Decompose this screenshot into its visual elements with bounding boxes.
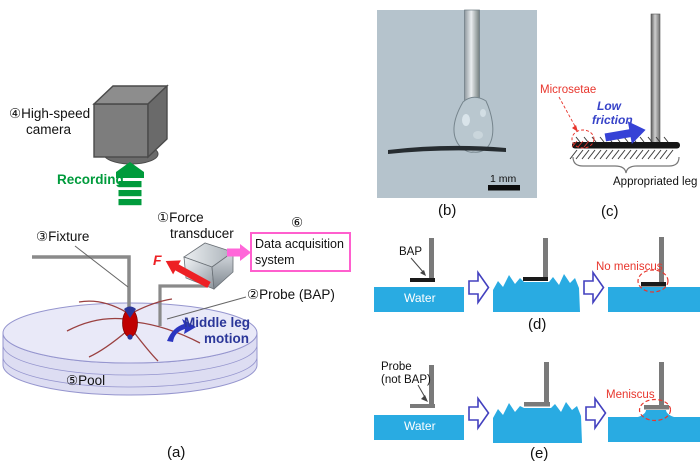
- meniscus-shape: [638, 410, 674, 417]
- probe-photo: [377, 9, 537, 198]
- water-strider: [66, 298, 201, 362]
- force-transducer-label-line1: ①Force: [157, 210, 204, 225]
- step-arrow-icon: [468, 269, 490, 306]
- meniscus-label: Meniscus: [606, 389, 655, 401]
- step-arrow-icon: [468, 396, 490, 431]
- high-speed-camera-icon: [92, 84, 169, 165]
- no-meniscus-label: No meniscus: [596, 261, 663, 273]
- daq-number: ⑥: [291, 215, 304, 230]
- step-arrow-icon: [585, 396, 607, 431]
- pool-label: ⑤Pool: [66, 373, 106, 388]
- water-label-d: Water: [404, 291, 436, 305]
- panel-letter-b: (b): [438, 202, 457, 219]
- camera-label-line1: ④High-speed: [9, 106, 91, 121]
- leg-specimen: [388, 145, 506, 154]
- daq-label-line1: Data acquisition: [255, 237, 344, 251]
- scale-bar: [488, 185, 520, 191]
- microsetae-callout: [558, 96, 595, 149]
- meniscus-circle: [638, 398, 672, 422]
- force-symbol: F: [153, 252, 162, 268]
- fixture-bracket: [32, 245, 131, 309]
- middle-leg-label-line1: Middle leg: [184, 315, 251, 330]
- low-friction-label-line2: friction: [592, 113, 633, 127]
- bap-label: BAP: [399, 246, 423, 258]
- appropriated-leg-diagram: [558, 13, 680, 174]
- panel-letter-a: (a): [167, 444, 186, 461]
- recording-arrow-icon: [116, 162, 144, 206]
- probe-sequence: [374, 362, 700, 443]
- probe-label-line2: (not BAP): [381, 374, 431, 386]
- low-friction-arrow-icon: [604, 121, 646, 144]
- low-friction-label-line1: Low: [597, 99, 621, 113]
- panel-letter-c: (c): [601, 203, 619, 220]
- probe-bap-label: ②Probe (BAP): [247, 287, 335, 302]
- panel-letter-d: (d): [528, 316, 547, 333]
- signal-arrow-icon: [227, 244, 251, 261]
- daq-box: Data acquisition system: [250, 232, 351, 272]
- probe-rod: [158, 284, 247, 326]
- water-label-e: Water: [404, 419, 436, 433]
- recording-label: Recording: [57, 172, 124, 187]
- daq-label-line2: system: [255, 253, 295, 267]
- no-meniscus-circle: [637, 269, 669, 293]
- appropriated-leg-label: Appropriated leg: [613, 176, 698, 188]
- probe-label-line1: Probe: [381, 361, 412, 373]
- force-transducer-label-line2: transducer: [170, 226, 234, 241]
- panel-letter-e: (e): [530, 445, 549, 462]
- middle-leg-motion-arrow-icon: [167, 319, 196, 342]
- step-arrow-icon: [583, 269, 605, 306]
- force-arrow-icon: [165, 260, 211, 288]
- middle-leg-label-line2: motion: [204, 331, 249, 346]
- bap-sequence: [374, 237, 700, 312]
- scale-label: 1 mm: [490, 173, 517, 185]
- leg-brace: [572, 156, 680, 174]
- microsetae-label: Microsetae: [540, 84, 597, 96]
- camera-label-line2: camera: [26, 122, 72, 137]
- fixture-label: ③Fixture: [36, 229, 90, 244]
